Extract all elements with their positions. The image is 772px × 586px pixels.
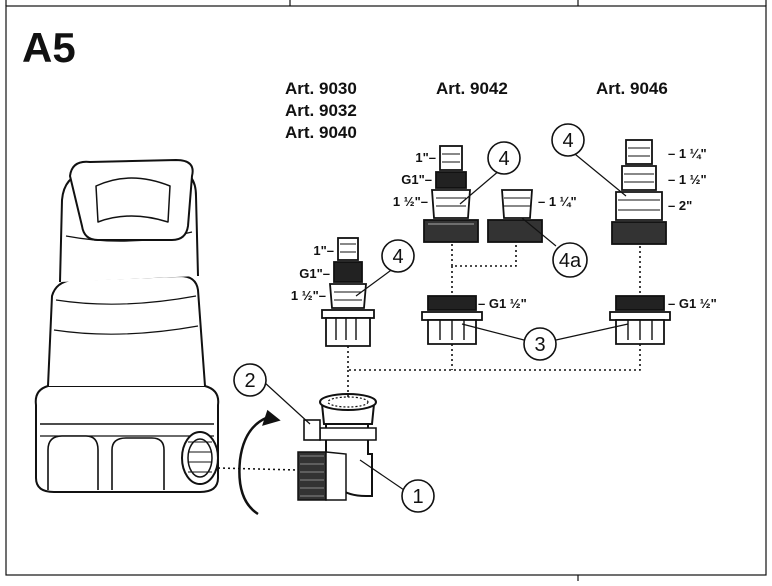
callout-3: 3 bbox=[523, 327, 557, 361]
svg-text:4a: 4a bbox=[559, 250, 582, 272]
adapter-middle-illustration bbox=[423, 145, 479, 243]
figure-label: A5 bbox=[22, 24, 76, 71]
callout-2: 2 bbox=[233, 363, 267, 397]
article-number: Art. 9042 bbox=[436, 79, 508, 98]
size-label: 1 ½"– bbox=[393, 194, 428, 209]
size-label: G1"– bbox=[401, 172, 432, 187]
coupling-middle-illustration bbox=[421, 295, 483, 345]
svg-text:4: 4 bbox=[392, 246, 403, 268]
size-label: 1"– bbox=[415, 150, 436, 165]
svg-text:2: 2 bbox=[244, 370, 255, 392]
article-number: Art. 9040 bbox=[285, 123, 357, 142]
size-labels-right: – 1 ¼" – 1 ½" – 2" – G1 ½" bbox=[668, 146, 717, 311]
svg-text:3: 3 bbox=[534, 334, 545, 356]
size-label: – G1 ½" bbox=[478, 296, 527, 311]
size-label: G1"– bbox=[299, 266, 330, 281]
size-label: 1"– bbox=[313, 243, 334, 258]
adapter-4a-illustration bbox=[487, 189, 543, 243]
callout-1: 1 bbox=[401, 479, 435, 513]
coupling-right-illustration bbox=[609, 295, 671, 345]
size-label: – 1 ¼" bbox=[538, 194, 577, 209]
article-number: Art. 9032 bbox=[285, 101, 357, 120]
callout-4-left: 4 bbox=[381, 239, 415, 273]
adapter-right-illustration bbox=[611, 139, 667, 245]
article-number: Art. 9030 bbox=[285, 79, 357, 98]
article-heading-group-1: Art. 9030 Art. 9032 Art. 9040 bbox=[285, 79, 357, 142]
rotation-arrow-icon bbox=[238, 409, 281, 516]
elbow-connector-illustration bbox=[297, 393, 377, 501]
connection-line bbox=[217, 467, 299, 471]
size-label: – 1 ½" bbox=[668, 172, 707, 187]
svg-text:4: 4 bbox=[498, 148, 509, 170]
svg-text:4: 4 bbox=[562, 130, 573, 152]
callout-4-middle: 4 bbox=[487, 141, 521, 175]
submersible-pump-illustration bbox=[34, 159, 220, 493]
size-labels-left: 1"– G1"– 1 ½"– bbox=[291, 243, 334, 303]
svg-text:1: 1 bbox=[412, 486, 423, 508]
size-label: 1 ½"– bbox=[291, 288, 326, 303]
size-label: – 1 ¼" bbox=[668, 146, 707, 161]
page-frame bbox=[5, 0, 767, 581]
connection-lines bbox=[347, 244, 641, 398]
adapter-left-illustration bbox=[321, 237, 375, 347]
article-number: Art. 9046 bbox=[596, 79, 668, 98]
size-label: – 2" bbox=[668, 198, 692, 213]
leader-lines bbox=[263, 149, 629, 491]
callout-4a: 4a bbox=[552, 242, 588, 278]
callout-4-right: 4 bbox=[551, 123, 585, 157]
size-labels-middle: 1"– G1"– 1 ½"– – 1 ¼" – G1 ½" bbox=[393, 150, 577, 311]
size-label: – G1 ½" bbox=[668, 296, 717, 311]
